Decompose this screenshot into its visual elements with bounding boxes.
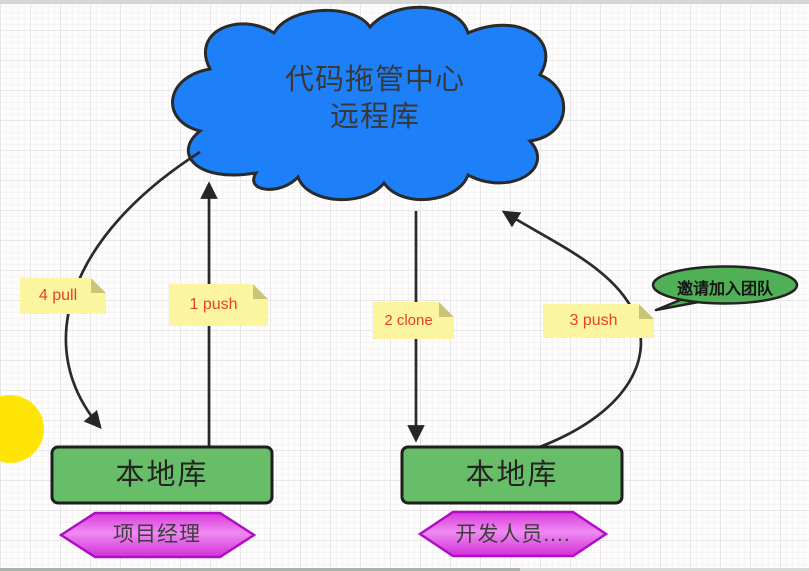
pointer-highlight bbox=[0, 395, 44, 463]
note-push-3[interactable]: 3 push bbox=[543, 304, 654, 338]
local-repo-left[interactable] bbox=[50, 445, 274, 505]
window-top-edge bbox=[0, 0, 809, 4]
remote-repo-cloud[interactable] bbox=[171, 5, 565, 202]
invite-bubble[interactable] bbox=[651, 265, 799, 305]
note-pull[interactable]: 4 pull bbox=[20, 278, 106, 314]
note-label: 4 pull bbox=[38, 287, 78, 304]
role-hexagon-right[interactable] bbox=[417, 510, 609, 558]
note-label: 1 push bbox=[189, 296, 238, 313]
note-push-1[interactable]: 1 push bbox=[169, 284, 268, 326]
note-label: 3 push bbox=[569, 312, 618, 329]
frame-bottom-edge-left bbox=[0, 568, 520, 571]
note-clone[interactable]: 2 clone bbox=[373, 302, 454, 339]
note-label: 2 clone bbox=[384, 312, 433, 329]
local-repo-right[interactable] bbox=[400, 445, 624, 505]
frame-bottom-edge-right bbox=[520, 568, 809, 571]
role-hexagon-left[interactable] bbox=[58, 511, 257, 559]
